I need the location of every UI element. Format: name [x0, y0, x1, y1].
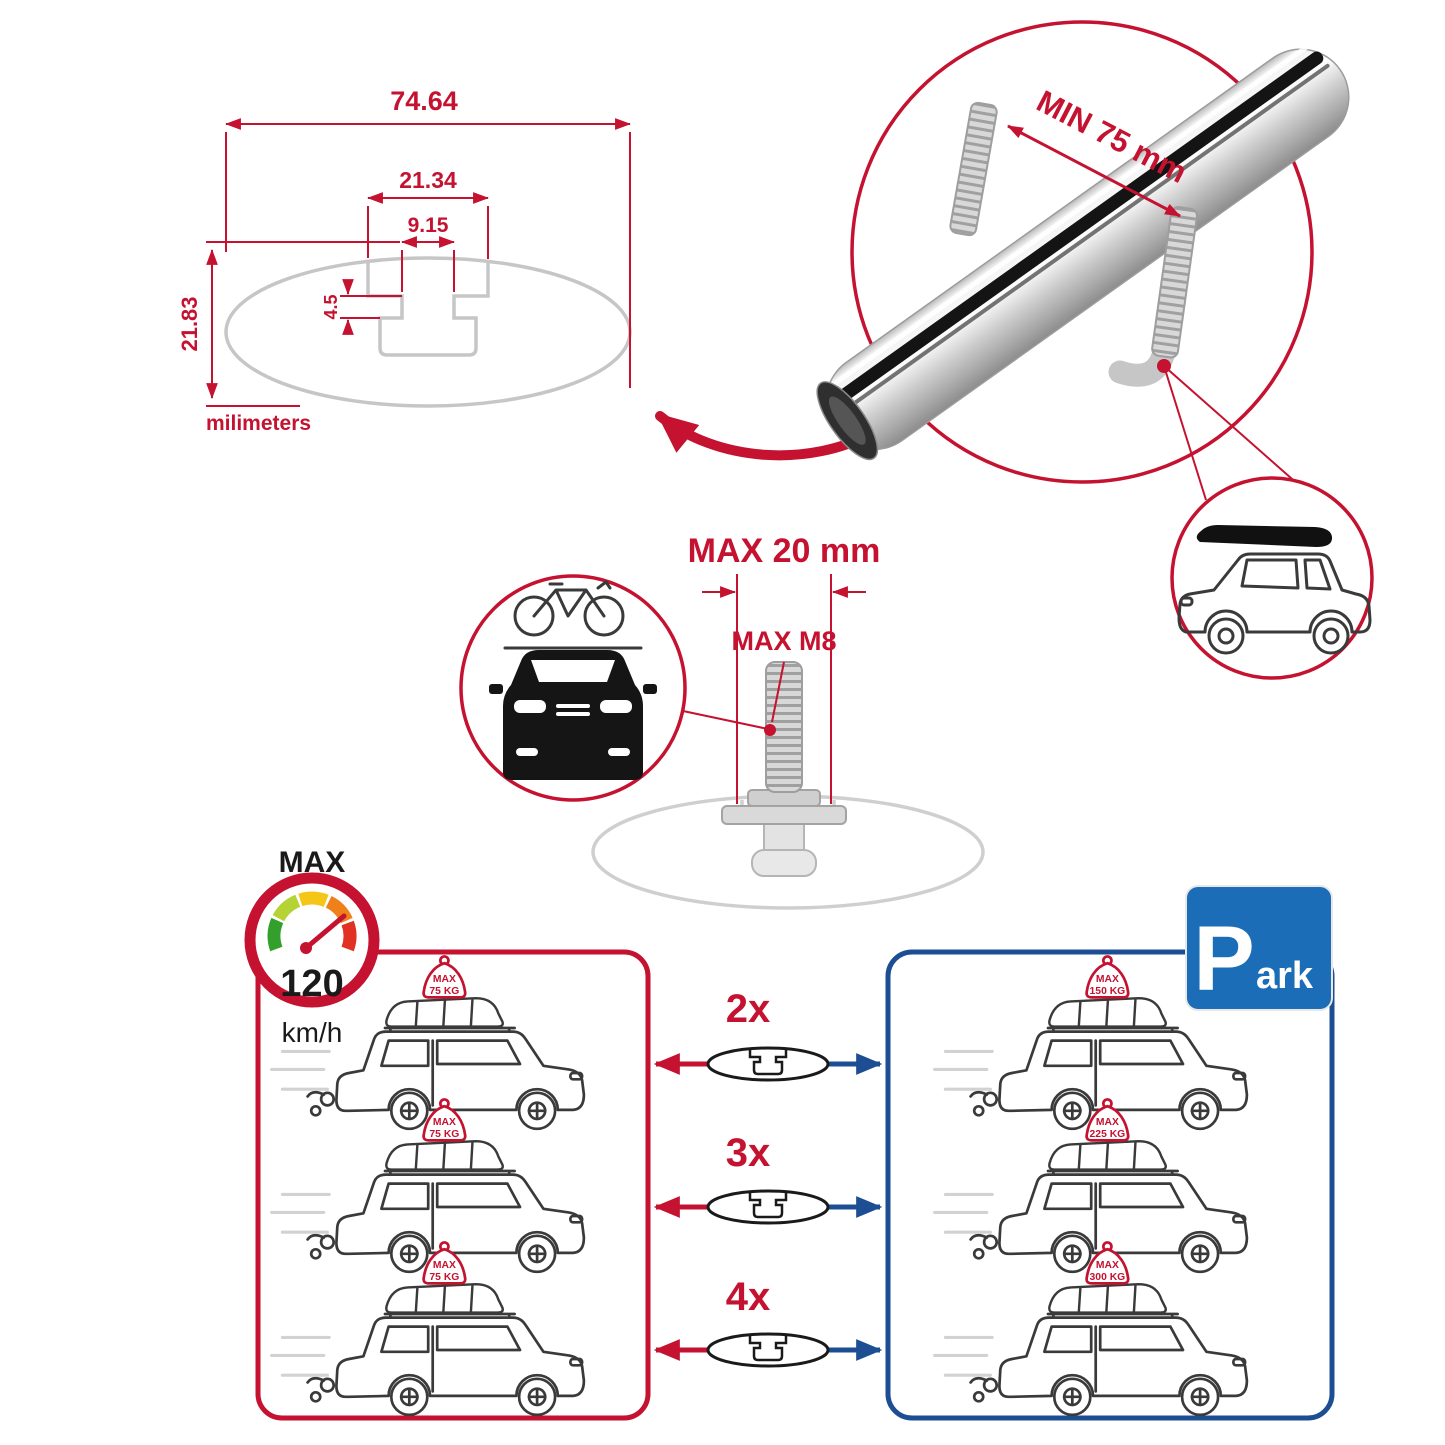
gauge-arc-segments: [267, 891, 357, 952]
crossbar-count-row-2: 3x: [653, 1131, 883, 1225]
parked-car-row-3: MAX 300 KG: [933, 1241, 1249, 1417]
suv-roofbox-callout: [1157, 359, 1374, 680]
rubber-channel-strip: [838, 51, 1324, 402]
driving-car-row-2: MAX 75 KG: [270, 1098, 586, 1274]
load-badge: MAX 150 KG: [1085, 955, 1130, 999]
load-badge: MAX 75 KG: [422, 1098, 467, 1142]
dim-ext-slot-outer: [367, 206, 489, 259]
dim-overall-height: 21.83: [177, 296, 202, 351]
parked-car-row-2: MAX 225 KG: [933, 1098, 1249, 1274]
badge-label: MAX: [1096, 1260, 1119, 1271]
cross-section-drawing: 74.64 21.34 9.15 21.83 4.5 milimeters: [177, 86, 632, 435]
crossbar-render-circle: MIN 75 mm: [816, 20, 1350, 484]
badge-weight: 300 KG: [1090, 1272, 1126, 1283]
crossbar-section-icon: [706, 1046, 830, 1082]
badge-weight: 225 KG: [1090, 1129, 1126, 1140]
load-badge: MAX 75 KG: [422, 955, 467, 999]
callout-lines: [1163, 365, 1301, 501]
car-front-bike-callout: [459, 574, 785, 802]
car-front-icon: [489, 650, 657, 780]
badge-weight: 75 KG: [429, 986, 459, 997]
roof-box: [1196, 525, 1333, 547]
crossbar-section-icon: [706, 1332, 830, 1368]
park-initial: P: [1193, 908, 1254, 1010]
parked-load-box: [885, 949, 1335, 1421]
speed-limit-gauge: MAX 120 km/h: [244, 846, 380, 1048]
badge-weight: 75 KG: [429, 1272, 459, 1283]
t-nut-plate: [721, 805, 847, 825]
driving-car-row-1: MAX 75 KG: [270, 955, 586, 1131]
parked-car-row-1: MAX 150 KG: [933, 955, 1249, 1131]
units-label: milimeters: [206, 412, 311, 435]
badge-label: MAX: [433, 974, 456, 985]
gauge-needle: [303, 913, 347, 951]
badge-weight: 150 KG: [1090, 986, 1126, 997]
load-badge: MAX 225 KG: [1085, 1098, 1130, 1142]
dim-ext-overall-width: [225, 132, 631, 388]
multiplier-label: 4x: [726, 1275, 771, 1319]
dim-slot-inner: 9.15: [408, 214, 449, 237]
driving-load-box: [255, 949, 651, 1421]
dim-ext-slot-inner: [206, 241, 455, 292]
badge-label: MAX: [433, 1260, 456, 1271]
crossbar-section-icon: [706, 1189, 830, 1225]
dim-line-min-clamp: [1007, 124, 1181, 218]
bicycle-icon: [513, 580, 625, 637]
park-rest: ark: [1256, 955, 1314, 997]
callout-dot: [1157, 359, 1171, 373]
ubolt-rear-rod: [949, 101, 998, 237]
badge-label: MAX: [1096, 974, 1119, 985]
multiplier-label: 2x: [726, 987, 771, 1031]
dim-ext-bolt: [736, 574, 832, 804]
suv-with-roofbox-icon: [1177, 525, 1372, 655]
dim-slot-depth: 4.5: [321, 294, 341, 319]
driving-car-row-3: MAX 75 KG: [270, 1241, 586, 1417]
dim-slot-outer: 21.34: [399, 167, 457, 193]
crossbar-count-row-3: 4x: [653, 1275, 883, 1368]
tbolt-diagram: MAX 20 mm MAX M8: [591, 532, 985, 910]
speed-units: km/h: [282, 1017, 343, 1048]
parking-sign: P ark: [1185, 885, 1333, 1011]
leader-from-label: [771, 661, 785, 723]
multiplier-label: 3x: [726, 1131, 771, 1175]
speed-value: 120: [280, 963, 343, 1005]
badge-label: MAX: [433, 1117, 456, 1128]
bar-profile-ellipse: [224, 256, 632, 408]
leader-dot: [764, 724, 776, 736]
max-thread-label: MAX M8: [731, 626, 836, 656]
load-badge: MAX 75 KG: [422, 1241, 467, 1285]
max-length-label: MAX 20 mm: [688, 532, 881, 570]
dim-overall-width: 74.64: [390, 86, 458, 116]
ubolt-front-rod: [1151, 206, 1198, 359]
badge-weight: 75 KG: [429, 1129, 459, 1140]
badge-label: MAX: [1096, 1117, 1119, 1128]
crossbar-count-row-1: 2x: [653, 987, 883, 1082]
t-slot-profile: [366, 262, 490, 357]
dim-ext-slot-depth: [340, 295, 402, 319]
leader-to-bolt: [682, 710, 769, 730]
load-badge: MAX 300 KG: [1085, 1241, 1130, 1285]
